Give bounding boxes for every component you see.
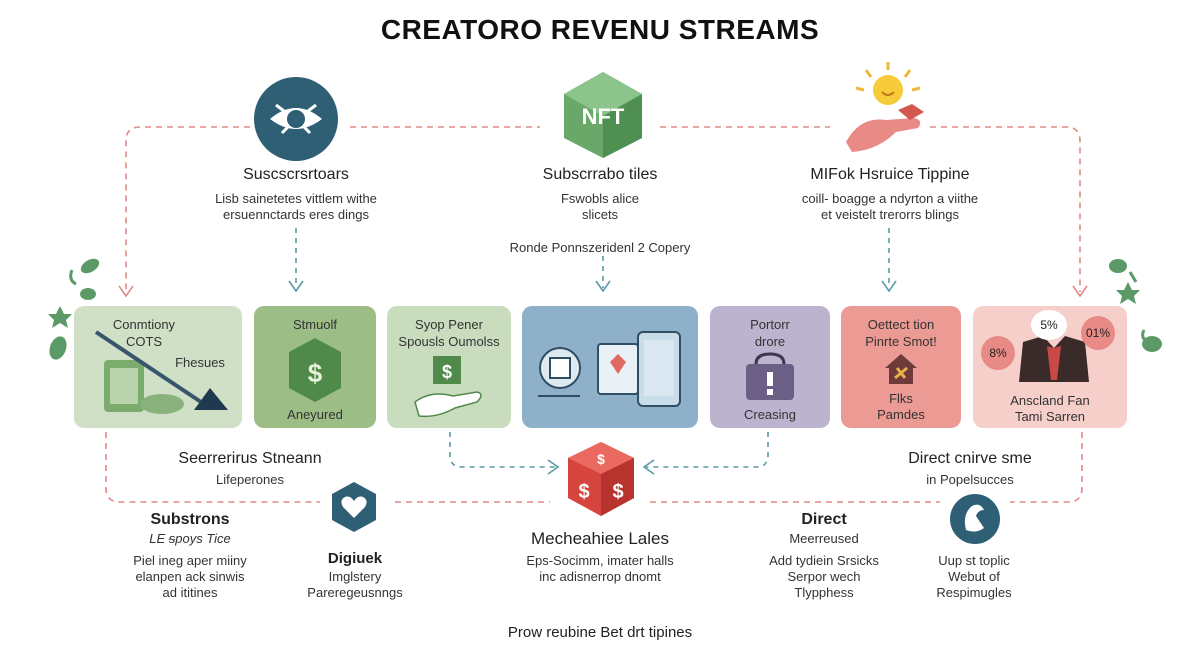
nft-label: NFT	[582, 104, 625, 129]
card-detection: Oettect tion Pinrte Smot! Flks Pamdes	[841, 306, 961, 428]
card-detection-sub-1: Flks	[889, 391, 913, 406]
svg-text:$: $	[578, 481, 589, 503]
col2-heading: Digiuek	[327, 550, 383, 567]
badge-01-percent: 01%	[1081, 316, 1115, 350]
col1-line-1: Piel ineg aper miiny	[133, 553, 247, 568]
top-right-desc-2: et veistelt trerorrs blings	[821, 207, 959, 222]
col1-heading: Substrons	[150, 511, 230, 528]
card-portorr-sub: Creasing	[743, 407, 797, 422]
card-portorr-line-1: Portorr	[750, 317, 790, 332]
card-fan-sub-2: Tami Sarren	[1014, 409, 1086, 424]
leaf-decoration-right	[1109, 259, 1162, 352]
col4-line-2: Add tydiein Srsicks	[769, 553, 879, 568]
svg-text:$: $	[442, 362, 452, 382]
col2-line-2: Pareregeusnngs	[307, 585, 403, 600]
col3-line-2: inc adisnerrop dnomt	[539, 569, 661, 584]
bottom-loop-right	[1010, 432, 1083, 503]
top-center-desc-1: Fswobls alice	[560, 191, 640, 206]
arrow-right-down	[1072, 285, 1088, 298]
card-portorr-line-2: drore	[754, 334, 786, 349]
heart-hexagon-icon	[332, 482, 376, 532]
col4-line-3: Serpor wech	[787, 569, 861, 584]
teal-down-3-head	[881, 280, 897, 293]
card-fan-support: 5% 01% 8% Anscland Fan Tami Sarren	[973, 306, 1127, 428]
music-circle-icon	[950, 494, 1000, 544]
teal-left-head	[547, 459, 560, 475]
card-stmuolf: Stmuolf $ Aneyured	[254, 306, 376, 428]
col1-line-3: ad ititines	[162, 585, 218, 600]
col3-line-1: Eps-Socimm, imater halls	[526, 553, 674, 568]
top-left-heading: Suscscrsrtoars	[243, 166, 349, 183]
top-loop-right	[930, 126, 1081, 292]
top-center-desc-2: slicets	[581, 207, 619, 222]
card-portorr: Portorr drore Creasing	[710, 306, 830, 428]
teal-down-2-head	[595, 280, 611, 293]
col4-line-4: Tlypphess	[794, 585, 854, 600]
col5-line-1: Uup st toplic	[938, 553, 1010, 568]
col4-line-1: Meerreused	[789, 531, 859, 546]
teal-left-curve	[449, 432, 556, 468]
hand-gift-icon: $	[414, 356, 482, 418]
card-fan-sub-1: Anscland Fan	[1010, 393, 1090, 408]
top-left-desc-1: Lisb sainetetes vittlem withe	[215, 191, 377, 206]
sun-hand-icon	[846, 62, 924, 152]
col5-line-3: Respimugles	[936, 585, 1012, 600]
lower-right-sub: in Popelsucces	[926, 472, 1014, 487]
card-sponsor-line-2: Spousls Oumolss	[398, 334, 500, 349]
col5-line-2: Webut of	[948, 569, 1000, 584]
leaf-decoration-left	[48, 258, 100, 360]
card-stmuolf-line-1: Stmuolf	[292, 317, 338, 332]
badge-5-percent: 5%	[1031, 310, 1067, 340]
badge-8-percent: 8%	[981, 336, 1015, 370]
digital-devices-icon	[538, 331, 681, 407]
shopping-bag-icon	[746, 352, 794, 400]
svg-text:$: $	[597, 451, 605, 467]
nft-icon: NFT	[564, 72, 642, 158]
lower-right-heading: Direct cnirve sme	[908, 450, 1032, 467]
card-digital-content	[522, 306, 698, 428]
card-sponsor-line-1: Syop Pener	[415, 317, 483, 332]
card-stmuolf-sub: Aneyured	[287, 407, 343, 422]
col1-italic: LE ᵴpoys Tice	[149, 531, 231, 546]
teal-down-1-head	[288, 280, 304, 293]
card-sponsor: Syop Pener Spousls Oumolss $	[387, 306, 511, 428]
col3-heading: Mecheahiee Lales	[531, 529, 669, 548]
card-community: Conmtiony COTS Fhesues	[74, 306, 242, 428]
lower-left-sub: Lifeperones	[216, 472, 284, 487]
jacket-icon	[1019, 336, 1089, 382]
card-community-line-1: Conmtiony	[112, 317, 176, 332]
dollar-cube-icon: $ $ $	[568, 442, 634, 516]
teal-right-head	[642, 459, 655, 475]
arrow-left-down	[118, 285, 134, 298]
top-left-desc-2: ersuennctards eres dings	[223, 207, 369, 222]
footer-text: Prow reubine Bet drt tipines	[507, 624, 693, 641]
top-loop-left	[125, 126, 250, 292]
page-title: CREATORO REVENU STREAMS	[380, 14, 820, 45]
card-community-line-2: COTS	[125, 334, 163, 349]
card-detection-line-2: Pinrte Smot!	[865, 334, 937, 349]
top-right-desc-1: coill- boagge a ndyrton a viithe	[801, 191, 979, 206]
eye-icon	[254, 77, 338, 161]
svg-text:$: $	[612, 481, 623, 503]
bottom-loop-left	[105, 432, 320, 503]
broom-icon	[94, 330, 228, 414]
house-icon	[885, 354, 917, 384]
col1-line-2: elanpen ack sinwis	[135, 569, 245, 584]
top-right-heading: MIFok Hsruice Tippine	[810, 166, 970, 183]
top-center-heading: Subscrrabo tiles	[542, 166, 658, 183]
svg-text:$: $	[308, 358, 323, 388]
teal-right-curve	[646, 432, 769, 468]
col2-line-1: Imglstery	[328, 569, 382, 584]
card-detection-sub-2: Pamdes	[877, 407, 925, 422]
top-center-note: Ronde Ponnszeridenl 2 Copery	[509, 240, 691, 255]
money-bag-icon: $	[289, 338, 341, 402]
lower-left-heading: Seerrerirus Stneann	[178, 450, 322, 467]
col4-heading: Direct	[801, 511, 847, 528]
card-detection-line-1: Oettect tion	[867, 317, 935, 332]
card-community-sub: Fhesues	[175, 355, 225, 370]
